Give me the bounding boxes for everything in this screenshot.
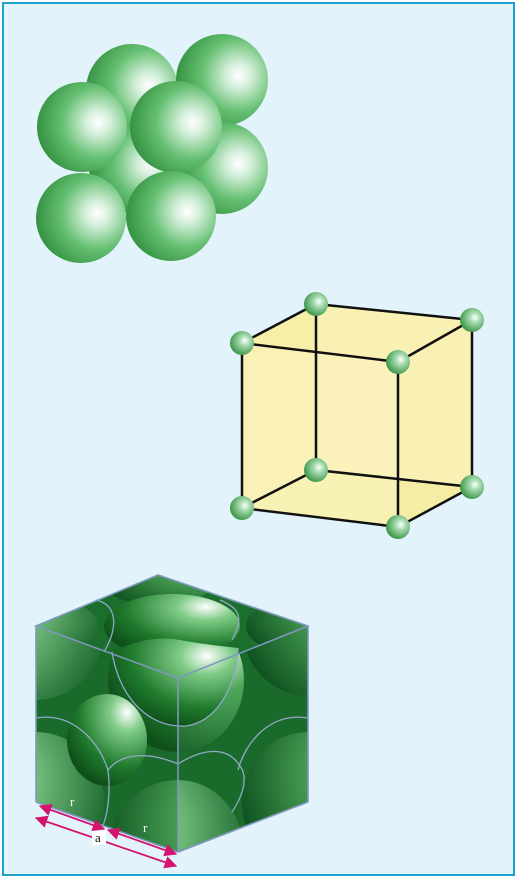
atom-layer-stack xyxy=(36,34,268,263)
sectioned-unit-cell: r r a xyxy=(0,545,374,882)
atom-sphere xyxy=(37,82,127,172)
corner-atom xyxy=(460,308,484,332)
atom-sphere xyxy=(126,171,216,261)
corner-atom xyxy=(460,475,484,499)
corner-atom xyxy=(386,350,410,374)
corner-atom xyxy=(386,515,410,539)
unit-cell-cube xyxy=(230,292,484,539)
atom-sphere xyxy=(130,81,222,173)
label-r-left: r xyxy=(70,794,75,809)
cube-front-face xyxy=(242,343,398,527)
atom-sphere xyxy=(36,173,126,263)
corner-atom xyxy=(230,331,254,355)
label-r-right: r xyxy=(143,820,148,835)
corner-atom xyxy=(304,458,328,482)
label-a: a xyxy=(95,830,101,845)
corner-atom xyxy=(304,292,328,316)
corner-atom xyxy=(230,496,254,520)
